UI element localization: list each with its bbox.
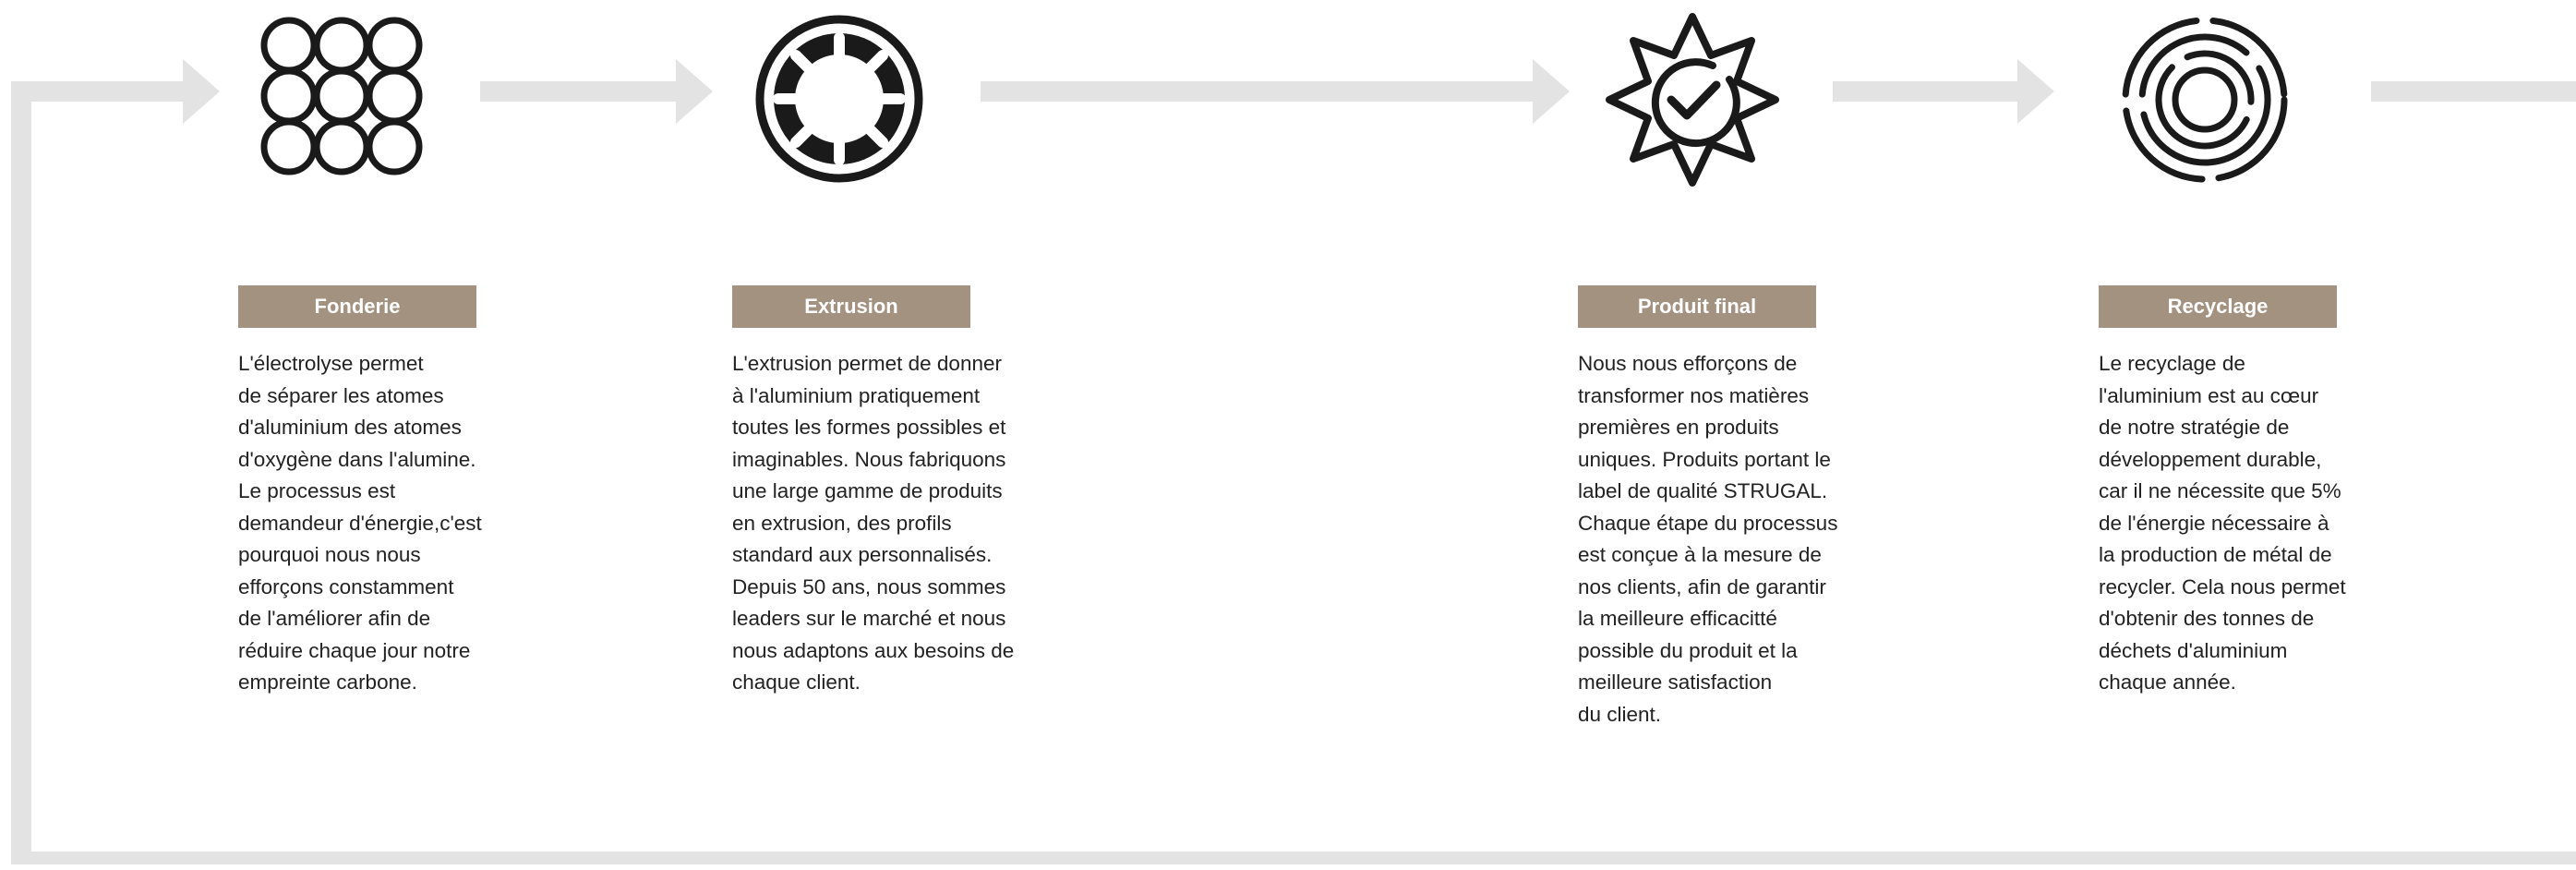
loop-connector-bottom (11, 852, 2576, 864)
recycling-rings-icon (2122, 17, 2288, 183)
quality-badge-check-icon (1606, 13, 1779, 187)
flow-arrow-head-2 (676, 59, 713, 124)
flow-arrow-4 (1833, 81, 2017, 102)
step-description: L'électrolyse permet de séparer les atom… (238, 352, 482, 694)
grid-of-circles-icon (260, 17, 423, 175)
step-description: L'extrusion permet de donner à l'alumini… (732, 352, 1015, 694)
flow-arrow-5 (2371, 81, 2576, 102)
step-label: Fonderie (238, 285, 476, 328)
step-fonderie: Fonderie L'électrolyse permet de séparer… (238, 285, 545, 699)
step-produit-final: Produit final Nous nous efforçons de tra… (1578, 285, 1884, 731)
flow-arrow-head-1 (183, 59, 220, 124)
step-label: Produit final (1578, 285, 1816, 328)
flow-arrow-head-3 (1533, 59, 1570, 124)
loop-connector-top (11, 81, 183, 102)
step-label: Recyclage (2099, 285, 2337, 328)
step-recyclage: Recyclage Le recyclage de l'aluminium es… (2099, 285, 2405, 699)
step-extrusion: Extrusion L'extrusion permet de donner à… (732, 285, 1039, 699)
flow-arrow-2 (480, 81, 676, 102)
extrusion-die-icon (755, 15, 923, 183)
flow-arrow-3 (981, 81, 1533, 102)
step-description: Le recyclage de l'aluminium est au cœur … (2099, 352, 2346, 694)
step-label: Extrusion (732, 285, 970, 328)
loop-connector-left (11, 81, 31, 864)
step-description: Nous nous efforçons de transformer nos m… (1578, 352, 1838, 726)
flow-arrow-head-4 (2017, 59, 2054, 124)
